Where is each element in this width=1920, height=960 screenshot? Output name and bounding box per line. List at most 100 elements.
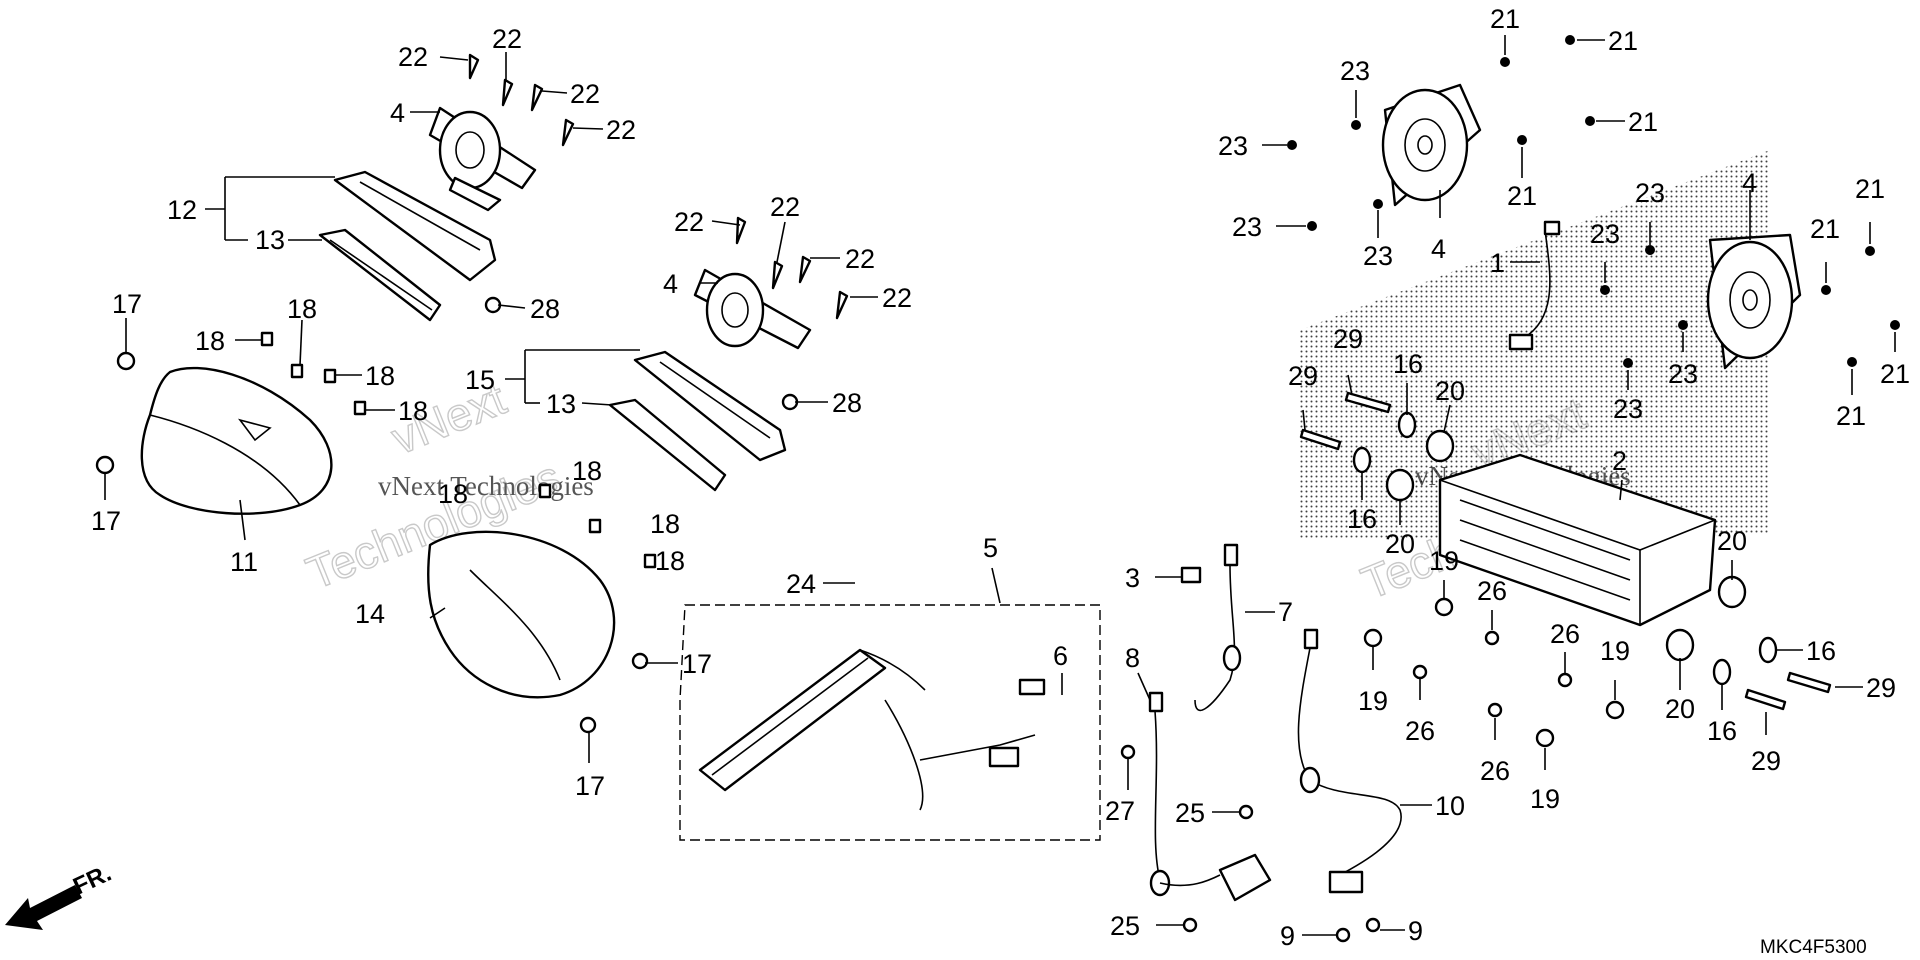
callout-23: 23 bbox=[1613, 394, 1643, 424]
connector-6 bbox=[1018, 678, 1046, 696]
callout-16: 16 bbox=[1393, 349, 1423, 379]
callout-18: 18 bbox=[655, 546, 685, 576]
callout-19: 19 bbox=[1429, 546, 1459, 576]
bracket-15 bbox=[633, 350, 787, 462]
bolt-22 bbox=[468, 53, 575, 147]
callout-19: 19 bbox=[1530, 784, 1560, 814]
callout-20: 20 bbox=[1717, 526, 1747, 556]
screw-25 bbox=[1182, 917, 1198, 933]
callout-19: 19 bbox=[1600, 636, 1630, 666]
callout-13: 13 bbox=[255, 225, 285, 255]
grille-13 bbox=[608, 398, 727, 492]
callout-15: 15 bbox=[465, 365, 495, 395]
callout-22: 22 bbox=[570, 79, 600, 109]
callout-4: 4 bbox=[390, 98, 405, 128]
callout-21: 21 bbox=[1880, 359, 1910, 389]
callout-17: 17 bbox=[575, 771, 605, 801]
callout-22: 22 bbox=[398, 42, 428, 72]
speaker-right-upper bbox=[1381, 83, 1482, 207]
leader-lines bbox=[104, 35, 1896, 936]
callout-28: 28 bbox=[530, 294, 560, 324]
callout-29: 29 bbox=[1751, 746, 1781, 776]
callout-5: 5 bbox=[983, 533, 998, 563]
callout-26: 26 bbox=[1405, 716, 1435, 746]
callout-20: 20 bbox=[1385, 529, 1415, 559]
callout-3: 3 bbox=[1125, 563, 1140, 593]
speaker-middle bbox=[693, 268, 812, 350]
callout-29: 29 bbox=[1333, 324, 1363, 354]
callout-21: 21 bbox=[1628, 107, 1658, 137]
grille-upper-left bbox=[318, 228, 442, 322]
callout-21: 21 bbox=[1810, 214, 1840, 244]
harness-8 bbox=[1148, 691, 1171, 897]
bolt-17 bbox=[95, 455, 115, 475]
callout-26: 26 bbox=[1550, 619, 1580, 649]
callout-18: 18 bbox=[650, 509, 680, 539]
callout-17: 17 bbox=[91, 506, 121, 536]
callout-17: 17 bbox=[682, 649, 712, 679]
callout-25: 25 bbox=[1110, 911, 1140, 941]
callout-18: 18 bbox=[438, 479, 468, 509]
callout-16: 16 bbox=[1707, 716, 1737, 746]
grommet-28 bbox=[781, 393, 799, 411]
bolt-29 bbox=[1299, 391, 1832, 711]
callout-18: 18 bbox=[287, 294, 317, 324]
harness-10 bbox=[1297, 628, 1402, 894]
module-25 bbox=[1159, 853, 1272, 902]
callout-18: 18 bbox=[398, 396, 428, 426]
callout-18: 18 bbox=[365, 361, 395, 391]
harness-1 bbox=[1508, 220, 1561, 351]
callout-labels: 22 22 22 22 4 12 13 28 17 18 18 18 18 17… bbox=[91, 4, 1910, 951]
callout-23: 23 bbox=[1340, 56, 1370, 86]
front-direction-marker: FR. bbox=[5, 860, 116, 930]
callout-23: 23 bbox=[1232, 212, 1262, 242]
callout-4: 4 bbox=[1742, 168, 1757, 198]
screw-9 bbox=[1335, 927, 1351, 943]
callout-19: 19 bbox=[1358, 686, 1388, 716]
callout-21: 21 bbox=[1507, 181, 1537, 211]
callout-22: 22 bbox=[845, 244, 875, 274]
callout-21: 21 bbox=[1855, 174, 1885, 204]
callout-25: 25 bbox=[1175, 798, 1205, 828]
light-bar-5 bbox=[698, 648, 1036, 811]
harness-7 bbox=[1194, 543, 1242, 712]
callout-4: 4 bbox=[1431, 234, 1446, 264]
watermark-small: vNext Technologies bbox=[378, 471, 594, 501]
clip-3 bbox=[1180, 566, 1202, 584]
callout-7: 7 bbox=[1278, 597, 1293, 627]
callout-6: 6 bbox=[1053, 641, 1068, 671]
callout-4: 4 bbox=[663, 269, 678, 299]
screw-9 bbox=[1365, 917, 1381, 933]
callout-8: 8 bbox=[1125, 643, 1140, 673]
callout-23: 23 bbox=[1635, 178, 1665, 208]
screw-25 bbox=[1238, 804, 1254, 820]
connector bbox=[988, 746, 1020, 768]
callout-26: 26 bbox=[1477, 576, 1507, 606]
grommet-20 bbox=[1385, 429, 1747, 662]
callout-22: 22 bbox=[492, 24, 522, 54]
callout-14: 14 bbox=[355, 599, 385, 629]
callout-23: 23 bbox=[1590, 219, 1620, 249]
callout-27: 27 bbox=[1105, 796, 1135, 826]
screw-27 bbox=[1120, 744, 1136, 760]
cowl-11 bbox=[140, 366, 333, 515]
callout-26: 26 bbox=[1480, 756, 1510, 786]
callout-10: 10 bbox=[1435, 791, 1465, 821]
callout-20: 20 bbox=[1435, 376, 1465, 406]
callout-23: 23 bbox=[1363, 241, 1393, 271]
callout-21: 21 bbox=[1836, 401, 1866, 431]
callout-16: 16 bbox=[1806, 636, 1836, 666]
callout-24: 24 bbox=[786, 569, 816, 599]
callout-22: 22 bbox=[606, 115, 636, 145]
callout-22: 22 bbox=[674, 207, 704, 237]
speaker-right-lower bbox=[1706, 233, 1802, 370]
grommet-28 bbox=[484, 296, 502, 314]
speaker-upper-left bbox=[428, 106, 537, 212]
callout-1: 1 bbox=[1490, 248, 1505, 278]
callout-20: 20 bbox=[1665, 694, 1695, 724]
clip-18 bbox=[260, 331, 367, 416]
fasteners-21-23 bbox=[1287, 35, 1900, 368]
callout-28: 28 bbox=[832, 388, 862, 418]
callout-22: 22 bbox=[770, 192, 800, 222]
